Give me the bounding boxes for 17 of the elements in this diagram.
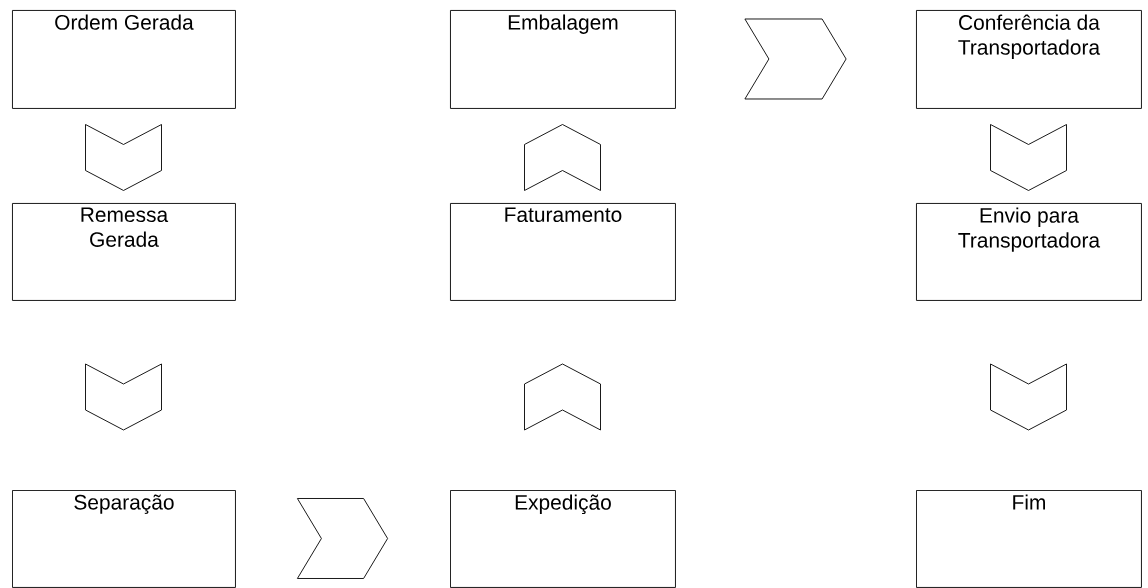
process-box: Remessa Gerada (12, 203, 236, 301)
process-box: Separação (12, 490, 236, 588)
process-box: Expedição (450, 490, 676, 588)
process-box: Fim (916, 490, 1142, 588)
chevron-arrow (990, 363, 1067, 431)
chevron-arrow (85, 124, 162, 191)
process-box: Embalagem (450, 10, 676, 109)
chevron-arrow (990, 124, 1067, 191)
process-box: Envio para Transportadora (916, 203, 1142, 301)
chevron-arrow (296, 498, 389, 579)
chevron-arrow (524, 124, 601, 191)
chevron-arrow (85, 363, 162, 431)
process-box: Faturamento (450, 203, 676, 301)
process-box: Conferência da Transportadora (916, 10, 1142, 109)
chevron-arrow (744, 18, 847, 100)
process-box: Ordem Gerada (12, 10, 236, 109)
chevron-arrow (524, 363, 601, 431)
